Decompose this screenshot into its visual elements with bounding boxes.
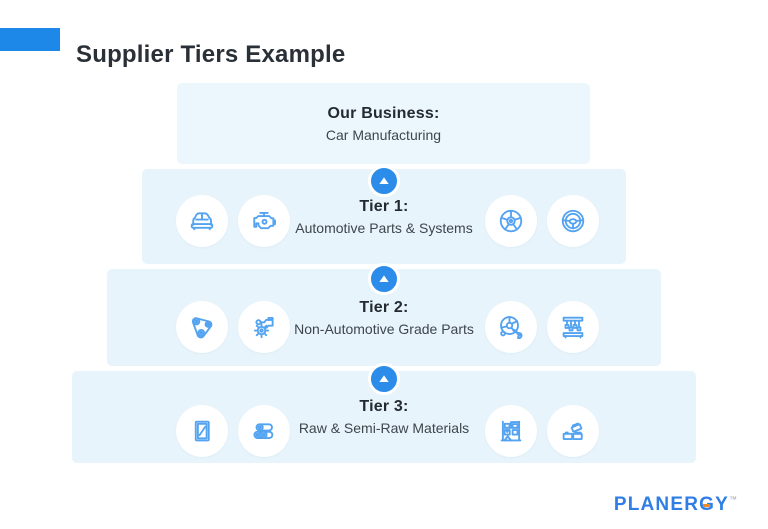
tier-2-heading: Tier 2: — [359, 298, 409, 316]
tier-2-subheading: Non-Automotive Grade Parts — [294, 320, 474, 337]
up-arrow-icon — [368, 165, 400, 197]
tier-1-subheading: Automotive Parts & Systems — [295, 219, 473, 236]
bricks-icon — [547, 405, 599, 457]
our-business-subheading: Car Manufacturing — [325, 126, 442, 143]
planergy-logo: PLANERGY™ — [614, 494, 737, 516]
gearbox-icon — [238, 301, 290, 353]
press-machine-icon — [547, 301, 599, 353]
tier-3-heading: Tier 3: — [359, 398, 409, 415]
metal-pipes-icon — [238, 405, 290, 457]
materials-shelf-icon — [485, 405, 537, 457]
engine-icon — [238, 195, 290, 247]
page-title: Supplier Tiers Example — [76, 41, 346, 69]
trademark-symbol: ™ — [729, 495, 737, 504]
alloy-wheel-icon — [485, 195, 537, 247]
timing-belt-icon — [176, 301, 228, 353]
car-icon — [176, 195, 228, 247]
title-accent-bar — [0, 28, 60, 51]
logo-g-accent — [702, 504, 710, 507]
wheel-wrench-icon — [485, 301, 537, 353]
our-business-heading: Our Business: — [327, 104, 440, 122]
up-arrow-icon — [368, 263, 400, 295]
tier-1-heading: Tier 1: — [359, 197, 409, 215]
tier-3-subheading: Raw & Semi-Raw Materials — [298, 420, 470, 436]
our-business-box: Our Business: Car Manufacturing — [177, 83, 590, 164]
planergy-logo-text: PLANERGY — [613, 494, 729, 515]
up-arrow-icon — [368, 363, 400, 395]
glass-sheet-icon — [176, 405, 228, 457]
steering-wheel-icon — [547, 195, 599, 247]
